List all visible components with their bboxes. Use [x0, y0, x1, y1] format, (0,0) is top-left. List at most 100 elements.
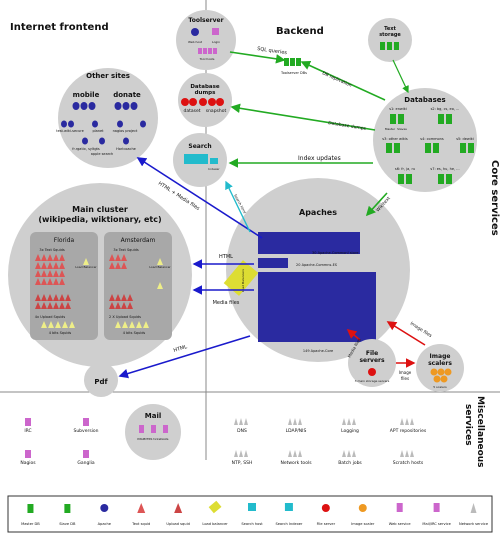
svg-text:3x Text Squids: 3x Text Squids — [113, 248, 138, 252]
svg-text:storage: storage — [379, 32, 401, 38]
squid-icon — [47, 302, 53, 309]
svg-text:fr.rgatix, syltgts: fr.rgatix, syltgts — [72, 147, 100, 151]
squid-icon — [65, 302, 71, 309]
squid-icon — [121, 262, 127, 269]
misc-service-item: IRC — [24, 418, 32, 434]
text-storage-node: Text storage — [368, 18, 412, 62]
svg-text:Horlcoache: Horlcoache — [116, 147, 136, 151]
svg-text:s1: enwiki: s1: enwiki — [389, 107, 407, 111]
svg-text:dataset: dataset — [183, 108, 200, 114]
squid-icon — [136, 321, 142, 328]
svg-text:Image: Image — [430, 353, 451, 360]
svg-text:Nagios: Nagios — [20, 460, 36, 466]
misc-service-item: NTP, SSH — [232, 450, 252, 466]
squid-icon — [35, 294, 41, 301]
svg-text:5 scalers: 5 scalers — [433, 385, 447, 389]
squid-icon — [41, 254, 47, 261]
svg-text:Load Balancer: Load Balancer — [75, 265, 97, 269]
florida-squids — [35, 254, 89, 328]
svg-text:File server: File server — [317, 522, 336, 526]
squid-icon — [53, 262, 59, 269]
svg-text:Databases: Databases — [404, 96, 445, 104]
squid-icon — [41, 302, 47, 309]
svg-text:Slave DB: Slave DB — [59, 522, 76, 526]
svg-text:dumps: dumps — [195, 90, 217, 96]
svg-text:Lists: Lists — [162, 437, 169, 441]
misc-service-item: Scratch hosts — [393, 450, 424, 466]
squid-icon — [59, 294, 65, 301]
squid-icon — [53, 254, 59, 261]
squid-icon — [35, 254, 41, 261]
apache-group-2 — [258, 258, 288, 268]
squid-icon — [157, 258, 163, 265]
misc-service-item: Ganglia — [77, 450, 95, 466]
svg-text:s2: bg, cs, eo, ...: s2: bg, cs, eo, ... — [431, 107, 460, 111]
squid-icon — [35, 302, 41, 309]
svg-text:2 X Upload Squids: 2 X Upload Squids — [109, 315, 141, 319]
florida-cluster — [30, 232, 98, 340]
svg-text:s4: commons: s4: commons — [420, 137, 444, 141]
legend-item: Slave DB — [59, 504, 76, 526]
load-balancer — [223, 260, 259, 296]
svg-text:Upload squid: Upload squid — [166, 522, 189, 526]
other-sites-node: Other sites mobile donate test.wiki-secu… — [56, 68, 158, 168]
squid-icon — [115, 321, 121, 328]
svg-text:Tool hosts: Tool hosts — [199, 57, 215, 61]
svg-text:Amsterdam: Amsterdam — [121, 237, 156, 244]
svg-text:Mail: Mail — [145, 412, 162, 420]
squid-icon — [59, 262, 65, 269]
squid-icon — [109, 294, 115, 301]
svg-text:IRC: IRC — [24, 428, 31, 434]
svg-text:File: File — [366, 350, 378, 357]
amsterdam-cluster — [104, 232, 172, 340]
svg-text:Toolserver: Toolserver — [188, 17, 223, 24]
svg-text:Search: Search — [188, 143, 211, 150]
squid-icon — [41, 321, 47, 328]
squid-icon — [53, 278, 59, 285]
svg-text:Florida: Florida — [54, 237, 75, 244]
svg-text:Logging: Logging — [341, 428, 359, 434]
misc-service-item: Batch jobs — [338, 450, 362, 466]
squid-icon — [59, 278, 65, 285]
misc-service-item: DNS — [234, 418, 248, 434]
svg-text:Main cluster: Main cluster — [72, 205, 128, 214]
svg-text:nagios project: nagios project — [113, 129, 138, 133]
squid-icon — [127, 302, 133, 309]
misc-service-item: Nagios — [20, 450, 36, 466]
legend-item: Load balancer — [202, 500, 228, 526]
svg-text:Network service: Network service — [459, 522, 489, 526]
svg-text:Master DB: Master DB — [21, 522, 40, 526]
apache-group-3 — [258, 272, 376, 342]
legend-item: Master DB — [21, 504, 40, 526]
svg-text:HTML: HTML — [173, 344, 188, 354]
squid-icon — [55, 321, 61, 328]
misc-service-item: Network tools — [280, 450, 312, 466]
svg-text:4x Upload Squids: 4x Upload Squids — [35, 315, 66, 319]
svg-text:Slaves: Slaves — [397, 127, 407, 131]
svg-text:Search Indexer: Search Indexer — [275, 522, 302, 526]
svg-text:Text squid: Text squid — [131, 522, 150, 526]
svg-text:Database dumps: Database dumps — [328, 120, 367, 132]
squid-icon — [109, 302, 115, 309]
toolserver-node: Toolserver Web host Login Tool hosts — [176, 10, 236, 70]
squid-icon — [115, 294, 121, 301]
svg-text:Image scaler: Image scaler — [351, 522, 375, 526]
squid-icon — [69, 321, 75, 328]
legend-item: Mail/IRC service — [422, 503, 452, 526]
squid-icon — [47, 294, 53, 301]
svg-text:Web host: Web host — [188, 40, 203, 44]
squid-icon — [115, 254, 121, 261]
squid-icon — [41, 270, 47, 277]
misc-services-label-1: Miscellaneous — [475, 396, 485, 468]
mail-node: Mail IMAP OTRS ticket Lists — [125, 404, 181, 460]
legend-item: Apache — [98, 504, 112, 526]
legend-item: Search host — [241, 503, 263, 526]
svg-text:s6: fr, ja, ru: s6: fr, ja, ru — [395, 167, 415, 171]
svg-text:30 Apache-Commonl store: 30 Apache-Commonl store — [312, 251, 359, 255]
squid-icon — [121, 254, 127, 261]
squid-icon — [41, 262, 47, 269]
squid-icon — [115, 302, 121, 309]
squid-icon — [62, 321, 68, 328]
svg-text:Media files: Media files — [213, 300, 240, 306]
